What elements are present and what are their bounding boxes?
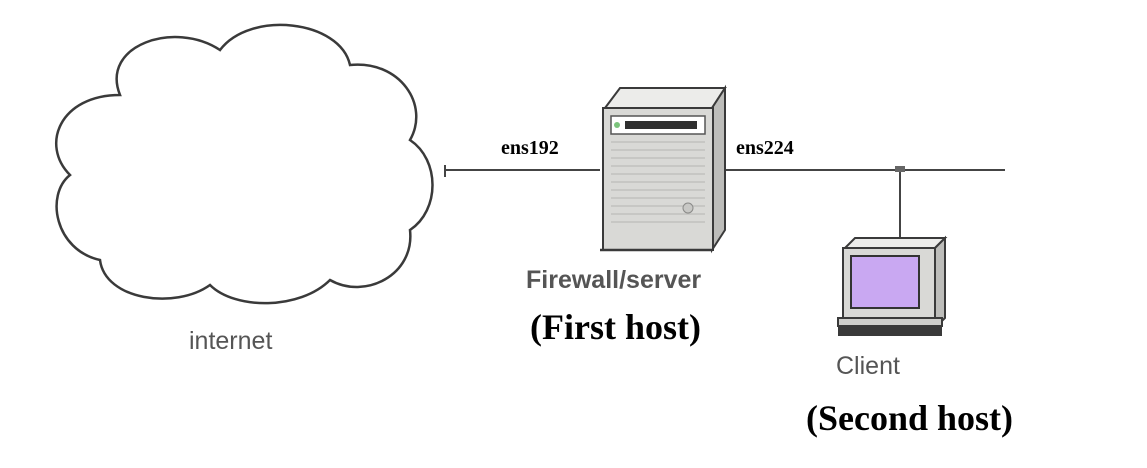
firewall-role: (First host) (530, 307, 701, 347)
link-firewall-lan (715, 166, 1005, 240)
firewall-name: Firewall/server (526, 266, 702, 294)
client-computer-icon (837, 235, 948, 336)
server-icon (600, 84, 727, 254)
internet-cloud-icon (54, 23, 434, 305)
interface-label-ens224: ens224 (736, 137, 794, 159)
link-internet-firewall (444, 165, 600, 177)
interface-label-ens192: ens192 (501, 137, 559, 159)
internet-label: internet (189, 327, 273, 355)
client-role: (Second host) (806, 398, 1014, 438)
client-name: Client (836, 352, 900, 380)
